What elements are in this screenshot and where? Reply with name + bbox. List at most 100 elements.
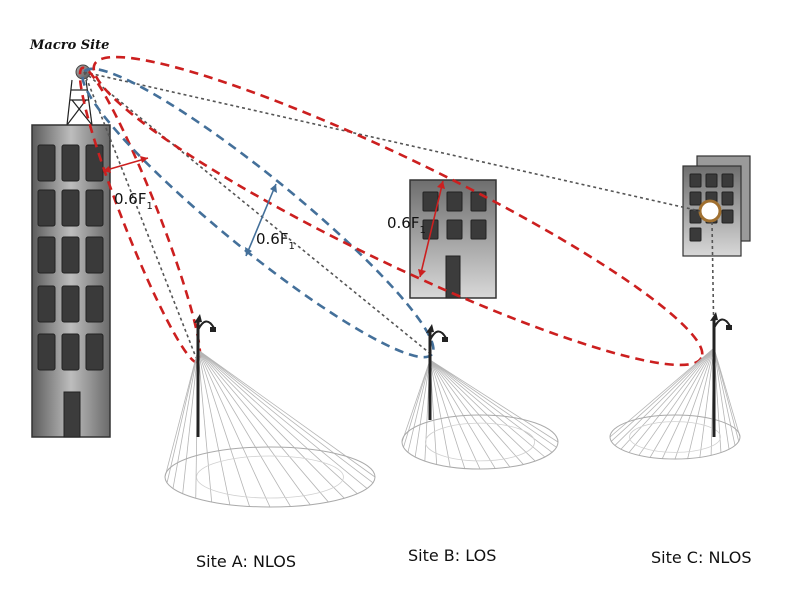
fresnel-zones xyxy=(78,55,704,367)
coverage-ray xyxy=(403,359,431,448)
lamp-arm xyxy=(713,318,731,329)
window xyxy=(85,333,104,371)
fresnel-arrows xyxy=(102,156,445,278)
coverage-ray xyxy=(429,359,496,469)
coverage-ray xyxy=(713,347,730,450)
antenna-icon xyxy=(710,312,718,321)
macro-building-windows xyxy=(37,144,104,371)
window xyxy=(37,236,56,274)
window xyxy=(85,144,104,182)
window xyxy=(446,219,463,240)
window xyxy=(705,173,718,188)
coverage-ray xyxy=(197,349,374,484)
coverage-ray xyxy=(197,349,231,505)
coverage-ellipse xyxy=(401,414,559,470)
building-c-windows xyxy=(689,173,734,242)
site-b-label: Site B: LOS xyxy=(408,546,496,565)
window xyxy=(689,173,702,188)
fresnel-arrow-b xyxy=(245,183,277,257)
obstacle-building-b xyxy=(409,179,497,299)
fresnel-zone-site-c xyxy=(92,55,704,367)
macro-site: Macro Site xyxy=(29,38,111,438)
window xyxy=(85,285,104,323)
coverage-ray xyxy=(713,347,736,446)
window xyxy=(721,191,734,206)
lamp-arm xyxy=(429,330,447,341)
coverage-ray xyxy=(699,347,715,458)
coverage-ray xyxy=(197,349,213,502)
window xyxy=(61,189,80,227)
coverage-ray xyxy=(610,347,715,442)
coverage-ellipse xyxy=(164,446,376,508)
site-a-small-cell xyxy=(164,314,376,508)
coverage-ray xyxy=(182,349,199,494)
lamp-head-icon xyxy=(210,327,216,332)
antenna-icon xyxy=(426,324,434,333)
coverage-ray xyxy=(414,359,431,458)
coverage-ray xyxy=(649,347,715,458)
coverage-ray xyxy=(713,347,741,438)
coverage-ray xyxy=(614,347,715,446)
coverage-ray xyxy=(197,349,271,508)
coverage-ray xyxy=(429,359,511,468)
window xyxy=(446,191,463,212)
building-c-antenna-icon xyxy=(698,199,722,223)
coverage-ray xyxy=(197,349,358,494)
coverage-ray xyxy=(628,347,715,453)
coverage-ray xyxy=(674,347,715,460)
site-a-label: Site A: NLOS xyxy=(196,552,296,571)
coverage-ellipse xyxy=(609,414,741,460)
fresnel-label-building-b: 0.6F1 xyxy=(387,214,426,236)
coverage-ray xyxy=(713,347,740,442)
window xyxy=(37,333,56,371)
window xyxy=(85,189,104,227)
los-line-site-c xyxy=(83,71,701,212)
window xyxy=(37,144,56,182)
coverage-ray xyxy=(407,359,431,453)
window xyxy=(689,227,702,242)
coverage-ray xyxy=(429,359,536,462)
building-b-windows xyxy=(422,191,487,240)
coverage-ray xyxy=(197,349,291,507)
coverage-ray xyxy=(638,347,715,456)
coverage-ray xyxy=(197,349,368,489)
window xyxy=(61,333,80,371)
window xyxy=(61,144,80,182)
coverage-ring xyxy=(196,455,344,499)
lamp-arm xyxy=(197,320,215,331)
window xyxy=(37,285,56,323)
coverage-ray xyxy=(429,359,466,469)
coverage-ray xyxy=(620,347,715,450)
coverage-ray xyxy=(429,359,451,468)
coverage-ray xyxy=(429,359,524,465)
lamp-head-icon xyxy=(726,325,732,330)
coverage-ray xyxy=(429,359,557,448)
coverage-ray xyxy=(197,349,311,505)
window xyxy=(470,219,487,240)
coverage-ray xyxy=(197,349,329,503)
site-c-label: Site C: NLOS xyxy=(651,548,752,567)
site-c-small-cell xyxy=(609,312,741,460)
window xyxy=(721,173,734,188)
coverage-ray xyxy=(429,359,481,470)
fresnel-arrow-a xyxy=(102,157,149,172)
coverage-ray xyxy=(197,349,345,499)
lamp-head-icon xyxy=(442,337,448,342)
window xyxy=(85,236,104,274)
window xyxy=(61,236,80,274)
window xyxy=(689,191,702,206)
coverage-ray xyxy=(172,349,199,489)
obstacle-building-c xyxy=(682,155,751,257)
fresnel-label-b: 0.6F1 xyxy=(256,230,295,252)
coverage-ray xyxy=(429,359,553,453)
coverage-ray xyxy=(401,359,431,443)
coverage-ray xyxy=(687,347,715,459)
window xyxy=(721,209,734,224)
coverage-ray xyxy=(166,349,199,483)
coverage-ray xyxy=(197,349,250,507)
coverage-ray xyxy=(197,349,376,478)
coverage-ring xyxy=(424,422,535,462)
window xyxy=(37,189,56,227)
coverage-ring xyxy=(629,421,721,453)
